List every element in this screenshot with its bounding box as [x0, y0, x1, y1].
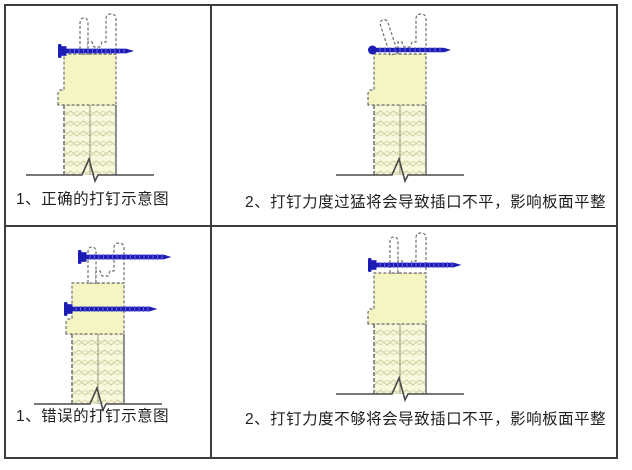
cell-correct-nailing: 1、正确的打钉示意图: [6, 6, 212, 227]
panel-diagram-correct: [25, 13, 155, 182]
cell-overdriven-nailing: 2、打钉力度过猛将会导致插口不平，影响板面平整: [212, 6, 616, 227]
cell-wrong-nailing: 1、错误的打钉示意图: [6, 227, 212, 457]
caption-overdriven: 2、打钉力度过猛将会导致插口不平，影响板面平整: [245, 194, 607, 211]
cell-underdriven-nailing: 2、打钉力度不够将会导致插口不平，影响板面平整: [212, 227, 616, 457]
panel-diagram-wrong: [33, 242, 172, 411]
caption-underdriven: 2、打钉力度不够将会导致插口不平，影响板面平整: [245, 411, 607, 428]
caption-wrong-nailing: 1、错误的打钉示意图: [16, 408, 170, 425]
diagram-grid: 1、正确的打钉示意图 2、打钉力度过猛将会导致插口不平，影响板面平整: [4, 4, 618, 459]
panel-diagram-overdriven: [335, 13, 465, 182]
panel-diagram-underdriven: [335, 232, 465, 401]
caption-correct-nailing: 1、正确的打钉示意图: [16, 191, 170, 208]
